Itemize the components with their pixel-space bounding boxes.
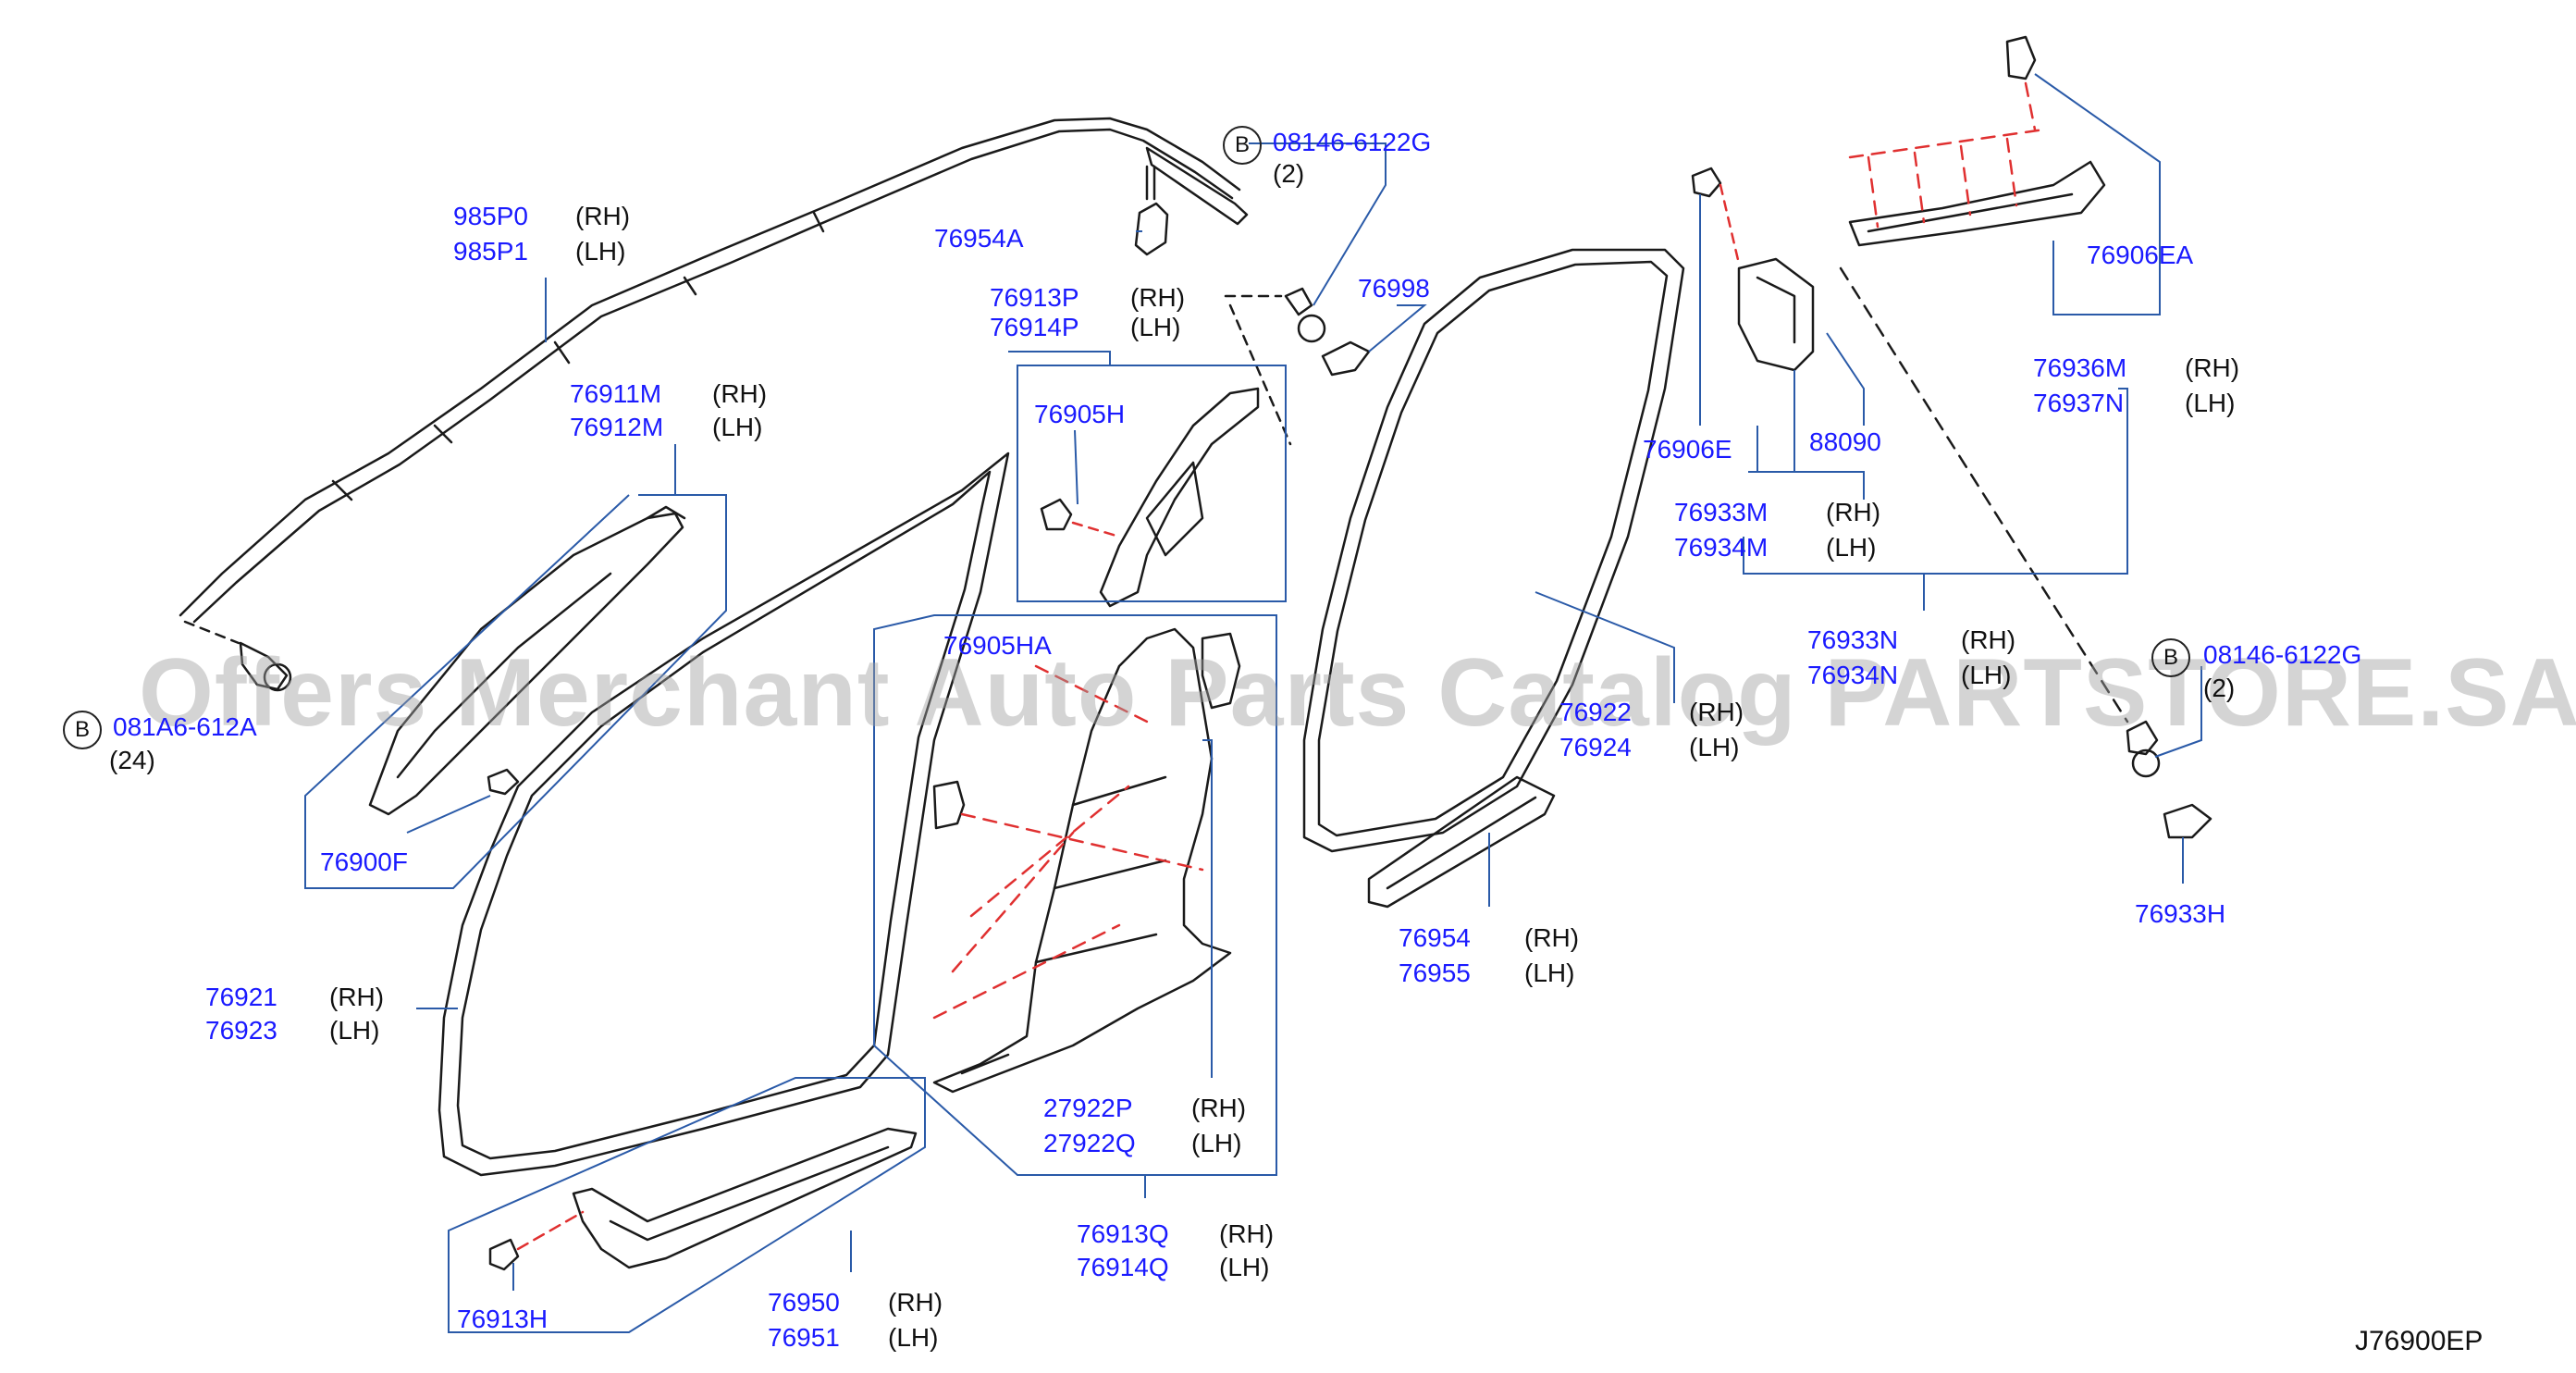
part-76900f[interactable]: 76900F — [320, 847, 408, 876]
part-76913q[interactable]: 76913Q — [1077, 1219, 1169, 1248]
clip-76913h — [488, 1210, 585, 1271]
part-08146-6122g-top[interactable]: 08146-6122G — [1273, 128, 1432, 156]
side-rh: (RH) — [575, 202, 631, 230]
part-76937n[interactable]: 76937N — [2033, 389, 2125, 417]
diagram-code: J76900EP — [2355, 1326, 2484, 1356]
part-76951[interactable]: 76951 — [768, 1323, 840, 1352]
front-door-weatherstrip — [438, 451, 1010, 1177]
clip-76906e — [1691, 167, 1741, 266]
qty-left: (24) — [109, 746, 155, 774]
part-76955[interactable]: 76955 — [1399, 959, 1471, 987]
parcel-dash-guides — [1848, 81, 2046, 229]
part-76912m[interactable]: 76912M — [570, 413, 664, 441]
c-pillar-bracket — [1737, 257, 1815, 372]
part-081a6-612a[interactable]: 081A6-612A — [113, 712, 257, 741]
side-rh: (RH) — [1524, 923, 1580, 952]
dash-guide-diagonal — [1839, 266, 2129, 724]
part-76933h[interactable]: 76933H — [2135, 899, 2226, 928]
curtain-airbag — [179, 117, 1249, 624]
side-rh: (RH) — [2185, 353, 2240, 382]
side-lh: (LH) — [1524, 959, 1575, 987]
rear-parcel-trim — [1848, 160, 2106, 247]
side-rh: (RH) — [1191, 1094, 1247, 1122]
clip-76954a — [1134, 165, 1169, 256]
qty-right: (2) — [2203, 674, 2236, 702]
bolt-marker-b: B — [63, 711, 102, 749]
part-76924[interactable]: 76924 — [1559, 733, 1632, 761]
side-lh: (LH) — [1689, 733, 1740, 761]
part-76911m[interactable]: 76911M — [570, 379, 662, 408]
side-rh: (RH) — [1826, 498, 1881, 526]
part-76998[interactable]: 76998 — [1358, 274, 1430, 303]
side-lh: (LH) — [1219, 1253, 1270, 1281]
part-76913p[interactable]: 76913P — [990, 283, 1079, 312]
part-08146-6122g-right[interactable]: 08146-6122G — [2203, 640, 2362, 669]
clip-76906ea — [2005, 35, 2037, 80]
rear-kicking-plate — [1367, 775, 1556, 909]
part-88090[interactable]: 88090 — [1809, 427, 1881, 456]
part-76905h[interactable]: 76905H — [1034, 400, 1126, 428]
bolt-marker-b: B — [1223, 126, 1262, 165]
part-76954[interactable]: 76954 — [1399, 923, 1471, 952]
side-rh: (RH) — [712, 379, 768, 408]
a-pillar-trim — [368, 505, 686, 816]
clip-76905h — [1040, 498, 1121, 538]
part-27922q[interactable]: 27922Q — [1043, 1129, 1136, 1157]
bolt-marker-b: B — [2151, 638, 2190, 677]
side-rh: (RH) — [1961, 625, 2016, 654]
side-rh: (RH) — [1689, 698, 1744, 726]
side-lh: (LH) — [712, 413, 763, 441]
qty-top: (2) — [1273, 159, 1305, 188]
side-lh: (LH) — [2185, 389, 2236, 417]
part-27922p[interactable]: 27922P — [1043, 1094, 1133, 1122]
side-lh: (LH) — [1961, 661, 2012, 689]
side-rh: (RH) — [888, 1288, 943, 1317]
part-76954a[interactable]: 76954A — [934, 224, 1024, 253]
part-985p1[interactable]: 985P1 — [453, 237, 528, 266]
side-rh: (RH) — [1130, 283, 1186, 312]
b-pillar-dash-guides — [932, 664, 1204, 1020]
rear-door-weatherstrip — [1302, 248, 1685, 853]
clip-76905ha — [932, 632, 1241, 830]
part-985p0[interactable]: 985P0 — [453, 202, 528, 230]
side-rh: (RH) — [1219, 1219, 1275, 1248]
front-kicking-plate — [572, 1127, 918, 1269]
part-76936m[interactable]: 76936M — [2033, 353, 2127, 382]
part-76933n[interactable]: 76933N — [1807, 625, 1899, 654]
part-76905ha[interactable]: 76905HA — [943, 631, 1052, 660]
side-lh: (LH) — [1826, 533, 1877, 562]
part-76921[interactable]: 76921 — [205, 983, 277, 1011]
bolt-top-center — [1224, 287, 1371, 446]
clip-76900f — [487, 768, 520, 796]
part-76934n[interactable]: 76934N — [1807, 661, 1899, 689]
part-76923[interactable]: 76923 — [205, 1016, 277, 1045]
bolt-right — [2126, 720, 2212, 839]
part-76914p[interactable]: 76914P — [990, 313, 1079, 341]
part-76914q[interactable]: 76914Q — [1077, 1253, 1169, 1281]
part-76906e[interactable]: 76906E — [1643, 435, 1732, 464]
side-lh: (LH) — [575, 237, 626, 266]
side-rh: (RH) — [329, 983, 385, 1011]
clip-bolt-left — [183, 620, 292, 692]
part-76934m[interactable]: 76934M — [1674, 533, 1769, 562]
part-76913h[interactable]: 76913H — [457, 1305, 548, 1333]
part-76906ea[interactable]: 76906EA — [2087, 241, 2194, 269]
side-lh: (LH) — [888, 1323, 939, 1352]
side-lh: (LH) — [1191, 1129, 1242, 1157]
b-pillar-upper-trim — [1099, 387, 1260, 608]
side-lh: (LH) — [329, 1016, 380, 1045]
part-76922[interactable]: 76922 — [1559, 698, 1632, 726]
part-76950[interactable]: 76950 — [768, 1288, 840, 1317]
side-lh: (LH) — [1130, 313, 1181, 341]
leader-lines — [304, 73, 2202, 1333]
part-76933m[interactable]: 76933M — [1674, 498, 1769, 526]
